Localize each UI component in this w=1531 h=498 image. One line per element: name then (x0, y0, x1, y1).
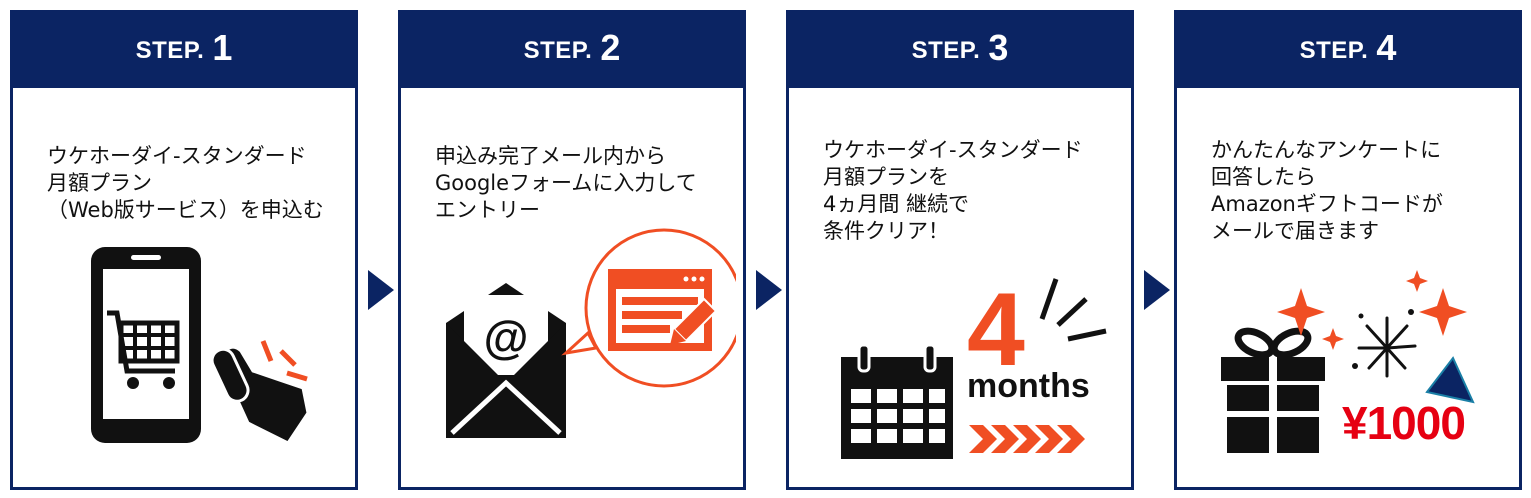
step-card-1: STEP. 1 ウケホーダイ-スタンダード 月額プラン （Web版サービス）を申… (10, 10, 358, 490)
tap-hand-icon (210, 340, 310, 445)
calendar-icon (841, 343, 953, 459)
arrow-right-icon (756, 270, 782, 310)
duration-unit: months (967, 367, 1090, 405)
arrow-right-icon (368, 270, 394, 310)
step-label: STEP. (911, 36, 981, 64)
gift-box-icon (1221, 327, 1325, 453)
gift-amount: ¥1000 (1342, 397, 1466, 449)
firework-icon (1277, 270, 1475, 404)
step-number: 1 (212, 26, 233, 68)
party-popper-icon (1425, 356, 1475, 404)
sparkle-icon (1277, 270, 1467, 350)
step-label: STEP. (135, 36, 205, 64)
arrow-right-icon (1144, 270, 1170, 310)
step-number: 3 (988, 26, 1009, 68)
step-header: STEP. 1 (13, 13, 355, 88)
open-envelope-icon: @ (446, 228, 736, 438)
shopping-cart-icon (107, 310, 180, 389)
step-card-4: STEP. 4 かんたんなアンケートに 回答したら Amazonギフトコードが … (1174, 10, 1522, 490)
step-number: 4 (1376, 26, 1397, 68)
step-header: STEP. 4 (1177, 13, 1519, 88)
pencil-icon (670, 297, 718, 345)
emphasis-lines-icon (1039, 278, 1107, 342)
at-sign-icon: @ (484, 311, 529, 363)
step-label: STEP. (1299, 36, 1369, 64)
duration-number: 4 (967, 272, 1025, 388)
step-description: かんたんなアンケートに 回答したら Amazonギフトコードが メールで届きます (1211, 138, 1443, 243)
step-number: 2 (600, 26, 621, 68)
step-description: ウケホーダイ-スタンダード 月額プランを 4ヵ月間 継続で 条件クリア！ (823, 138, 1083, 243)
step-description: 申込み完了メール内から Googleフォームに入力して エントリー (435, 144, 697, 222)
step-label: STEP. (523, 36, 593, 64)
step-card-3: STEP. 3 ウケホーダイ-スタンダード 月額プランを 4ヵ月間 継続で 条件… (786, 10, 1134, 490)
step-header: STEP. 3 (789, 13, 1131, 88)
step-card-2: STEP. 2 申込み完了メール内から Googleフォームに入力して エントリ… (398, 10, 746, 490)
step-header: STEP. 2 (401, 13, 743, 88)
step-description: ウケホーダイ-スタンダード 月額プラン （Web版サービス）を申込む (47, 144, 324, 222)
smartphone-icon (91, 247, 310, 445)
chevrons-icon (969, 425, 1085, 453)
